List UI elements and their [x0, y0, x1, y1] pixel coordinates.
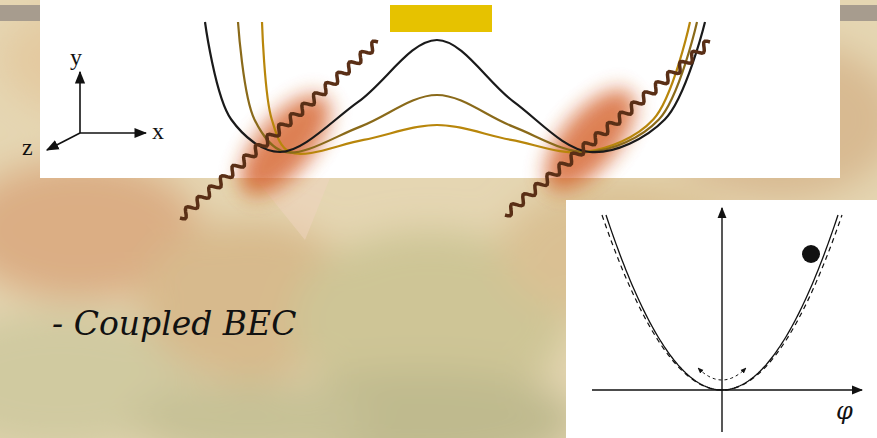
laser-beam: [180, 41, 378, 219]
inset-axes: [592, 208, 862, 432]
potential-parabola-dashed: [602, 215, 842, 390]
corner-tab: [0, 5, 40, 21]
laser-glow: [224, 80, 347, 211]
potential-curve: [238, 22, 697, 153]
potential-parabola: [606, 215, 838, 390]
axis-label: y: [70, 44, 82, 70]
axis-label: φ: [836, 398, 853, 424]
axis-label: x: [152, 118, 164, 144]
axis-triad: [47, 72, 146, 150]
corner-tab: [838, 5, 877, 21]
electrode: [390, 5, 492, 32]
oscillation-arrow: [698, 368, 746, 380]
bullet-text: - Coupled BEC: [52, 306, 296, 342]
figure-panel: [40, 0, 840, 178]
axis-label: z: [22, 134, 33, 160]
inset-panel: [566, 200, 877, 438]
laser-beam: [505, 41, 710, 216]
particle-dot: [802, 245, 820, 263]
